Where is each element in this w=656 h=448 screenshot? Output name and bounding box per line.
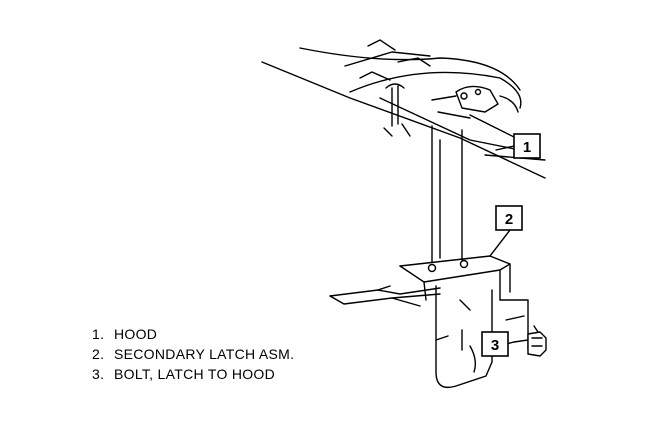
leader-line-1 — [495, 145, 515, 151]
legend-item-number: 1. — [92, 326, 105, 342]
latch-bolt — [513, 325, 547, 357]
legend-item-text: BOLT, LATCH TO HOOD — [114, 366, 276, 382]
parts-legend: 1. HOOD 2. SECONDARY LATCH ASM. 3. BOLT, LA… — [92, 324, 294, 384]
legend-item: 3. BOLT, LATCH TO HOOD — [92, 364, 294, 384]
legend-item: 1. HOOD — [92, 324, 294, 344]
leader-line-2 — [489, 229, 511, 257]
legend-item: 2. SECONDARY LATCH ASM. — [92, 344, 294, 364]
legend-item-text: SECONDARY LATCH ASM. — [114, 346, 295, 362]
callout-1: 1 — [513, 133, 541, 159]
alignment-lines — [431, 125, 463, 263]
callout-3-number: 3 — [491, 337, 499, 354]
hood-panel — [261, 39, 546, 179]
callout-1-number: 1 — [523, 139, 531, 156]
secondary-latch-assembly — [329, 255, 529, 389]
callout-2: 2 — [495, 205, 523, 231]
legend-item-number: 2. — [92, 346, 105, 362]
legend-item-number: 3. — [92, 366, 105, 382]
callout-3: 3 — [481, 331, 509, 357]
callout-2-number: 2 — [505, 211, 513, 228]
legend-item-text: HOOD — [114, 326, 158, 342]
